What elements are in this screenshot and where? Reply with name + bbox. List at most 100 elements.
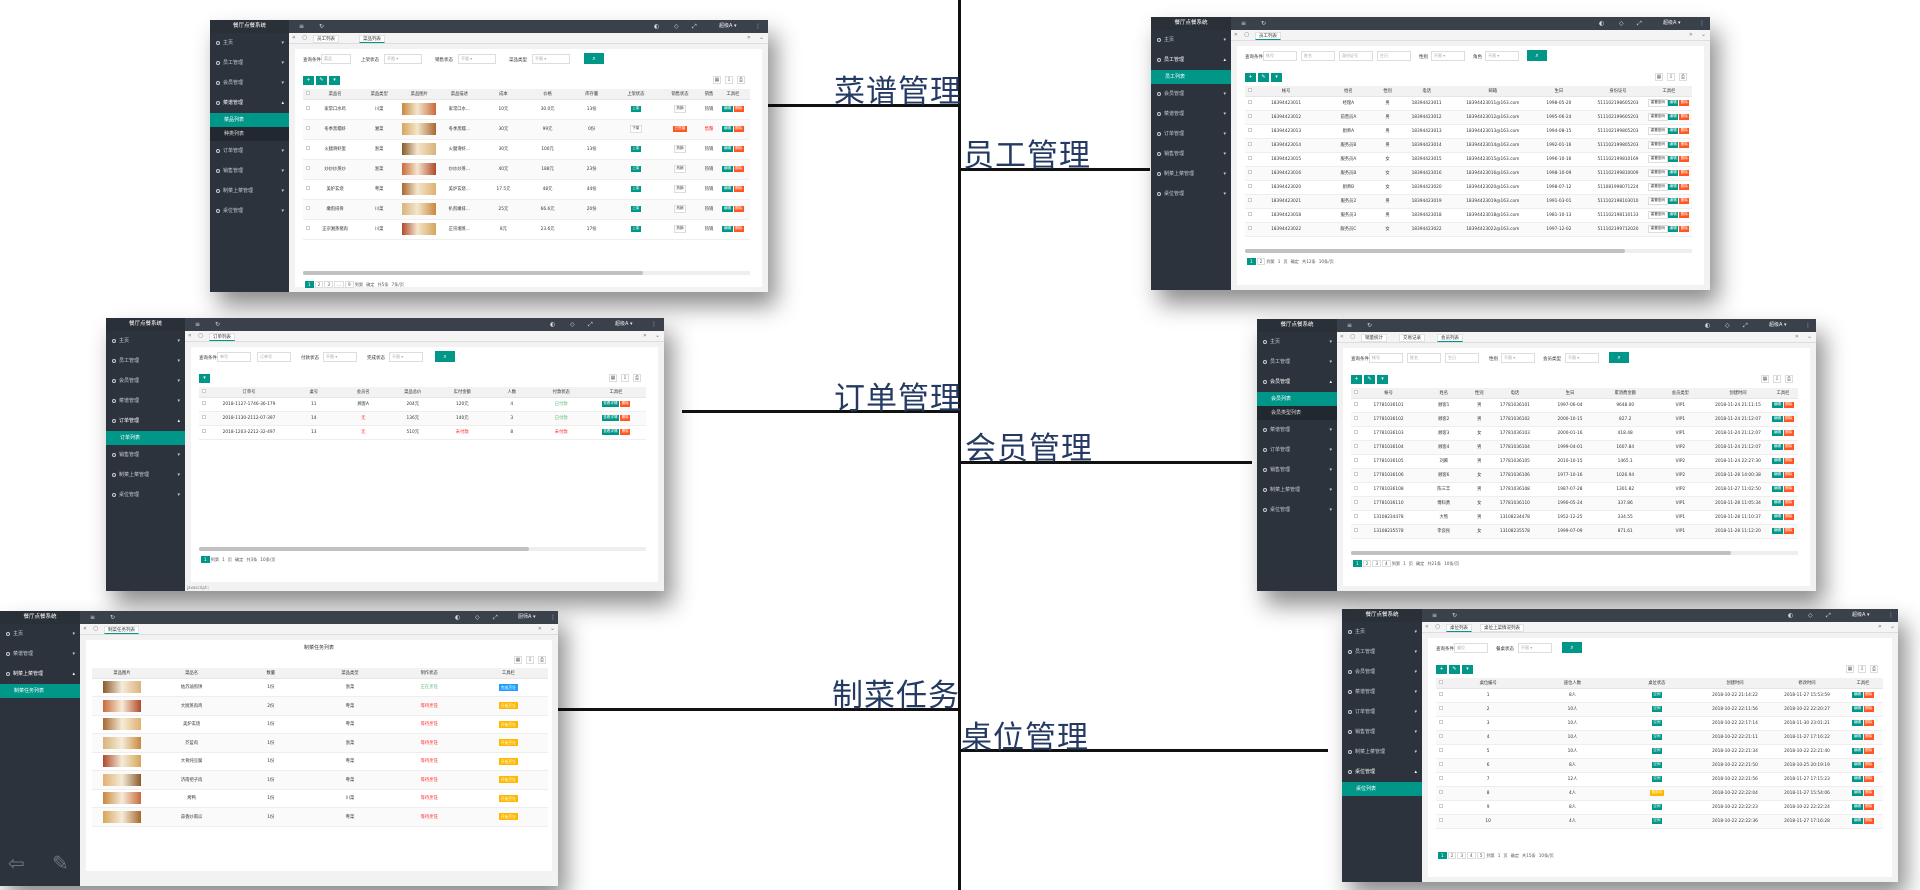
edit-row-button[interactable]: 编辑	[1772, 514, 1783, 520]
sidebar-sub-cook-list[interactable]: 制菜任务列表	[0, 684, 80, 698]
sidebar-item-order[interactable]: 订单管理▾	[1257, 440, 1337, 460]
select-all-checkbox[interactable]	[1439, 679, 1443, 684]
sidebar-item-member[interactable]: 会员管理▾	[106, 371, 185, 391]
row-checkbox[interactable]	[1439, 804, 1443, 808]
refresh-icon[interactable]: ↻	[215, 321, 221, 328]
hamburger-icon[interactable]: ≡	[299, 23, 305, 30]
view-detail-button[interactable]: 查看详情	[601, 401, 620, 407]
sidebar-item-table[interactable]: 桌位管理▾	[1257, 500, 1337, 520]
sidebar-sub-dish-type[interactable]: 种类列表	[210, 127, 289, 141]
page-link[interactable]: 2	[1447, 852, 1457, 859]
sales-status-button[interactable]: 热销	[673, 185, 687, 193]
row-checkbox[interactable]	[1248, 114, 1252, 118]
row-checkbox[interactable]	[1439, 818, 1443, 822]
user-menu[interactable]: 超级A ▾	[615, 321, 633, 327]
row-checkbox[interactable]	[1354, 458, 1358, 462]
export-icon[interactable]: ⇩	[621, 374, 629, 382]
delete-row-button[interactable]: 删除	[1863, 776, 1874, 782]
sidebar-item-member[interactable]: 会员管理▾	[210, 73, 289, 93]
print-icon[interactable]: ⎙	[633, 374, 641, 382]
edit-row-button[interactable]: 编辑	[1772, 458, 1783, 464]
sidebar-item-order[interactable]: 订单管理▾	[1342, 702, 1422, 722]
start-cooking-button[interactable]: 开始烹饪	[498, 739, 518, 747]
edit-row-button[interactable]: 编辑	[1772, 416, 1783, 422]
more-icon[interactable]: ⋮	[1805, 322, 1811, 329]
birthday-input[interactable]: 生日	[1377, 51, 1411, 61]
edit-row-button[interactable]: 编辑	[722, 166, 733, 172]
sidebar-item-home[interactable]: 主页▾	[1257, 332, 1337, 352]
sidebar-item-sales[interactable]: 销售管理▾	[1151, 144, 1231, 164]
tab-table-serving[interactable]: 桌位上菜情况列表	[1480, 624, 1524, 632]
sidebar-item-employee[interactable]: 员工管理▾	[106, 351, 185, 371]
search-button[interactable]: ⌕	[435, 351, 455, 362]
sidebar-item-order[interactable]: 订单管理▾	[1151, 124, 1231, 144]
col-header[interactable]: 累消费金额	[1597, 388, 1653, 399]
gender-select[interactable]: 不限 ▾	[1431, 51, 1465, 61]
delete-row-button[interactable]: 删除	[1679, 156, 1690, 162]
lock-icon[interactable]: ◐	[1705, 322, 1711, 329]
lock-icon[interactable]: ◐	[1599, 20, 1605, 27]
refresh-icon[interactable]: ↻	[110, 614, 116, 621]
role-select[interactable]: 不限 ▾	[1485, 51, 1519, 61]
print-icon[interactable]: ⎙	[538, 656, 546, 664]
page-link[interactable]: 1	[1438, 852, 1447, 859]
sales-status-button[interactable]: 热销	[673, 205, 687, 213]
type-select[interactable]: 不限 ▾	[532, 54, 570, 64]
edit-row-button[interactable]: 编辑	[1668, 170, 1679, 176]
edit-row-button[interactable]: 编辑	[722, 146, 733, 152]
delete-row-button[interactable]: 删除	[1783, 500, 1794, 506]
row-checkbox[interactable]	[1439, 720, 1443, 724]
row-checkbox[interactable]	[202, 415, 206, 419]
edit-row-button[interactable]: 编辑	[722, 126, 733, 132]
refresh-icon[interactable]: ↻	[1261, 20, 1267, 27]
hamburger-icon[interactable]: ≡	[90, 614, 96, 621]
edit-row-button[interactable]: 编辑	[1668, 198, 1679, 204]
row-checkbox[interactable]	[1354, 514, 1358, 518]
edit-row-button[interactable]: 编辑	[1668, 184, 1679, 190]
delete-button[interactable]: ▾	[199, 374, 210, 383]
horizontal-scrollbar[interactable]	[1351, 551, 1798, 555]
user-menu[interactable]: 超级A ▾	[1852, 612, 1870, 618]
reset-password-button[interactable]: 重置密码	[1648, 99, 1668, 107]
row-checkbox[interactable]	[202, 429, 206, 433]
select-all-checkbox[interactable]	[1354, 389, 1358, 394]
delete-row-button[interactable]: 删除	[733, 106, 744, 112]
sidebar-item-dish[interactable]: 菜谱管理▾	[1342, 682, 1422, 702]
page-link[interactable]: 4	[1382, 560, 1391, 567]
row-checkbox[interactable]	[1354, 416, 1358, 420]
edit-button[interactable]: ✎	[1364, 375, 1375, 384]
edit-row-button[interactable]: 编辑	[1668, 142, 1679, 148]
col-header[interactable]: 会员类型	[1652, 388, 1708, 399]
horizontal-scrollbar[interactable]	[199, 547, 646, 551]
theme-icon[interactable]: ◇	[570, 321, 575, 328]
chevron-down-icon[interactable]: ⌄	[759, 34, 765, 41]
export-icon[interactable]: ⇩	[1667, 73, 1675, 81]
delete-row-button[interactable]: 删除	[1783, 514, 1794, 520]
view-detail-button[interactable]: 查看详情	[601, 429, 620, 435]
delete-row-button[interactable]: 删除	[1679, 128, 1690, 134]
edit-row-button[interactable]: 编辑	[1852, 692, 1863, 698]
sidebar-item-member[interactable]: 会员管理▾	[1342, 662, 1422, 682]
tab-transactions[interactable]: 交易记录	[1399, 334, 1425, 342]
idcard-input[interactable]: 身份证号	[1339, 51, 1373, 61]
lock-icon[interactable]: ◐	[550, 321, 556, 328]
search-button[interactable]: ⌕	[1609, 352, 1629, 363]
finish-cooking-button[interactable]: 完成烹饪	[498, 683, 518, 691]
delete-row-button[interactable]: 删除	[1863, 734, 1874, 740]
col-header[interactable]: 身份证号	[1590, 86, 1646, 97]
col-header[interactable]: 付款状态	[536, 387, 586, 398]
col-header[interactable]: 生日	[1527, 86, 1590, 97]
edit-row-button[interactable]: 编辑	[1772, 472, 1783, 478]
delete-row-button[interactable]: 删除	[1863, 790, 1874, 796]
chevron-down-icon[interactable]: ⌄	[655, 332, 661, 339]
page-link[interactable]: 3	[1457, 852, 1467, 859]
sidebar-item-cooking[interactable]: 制菜上菜管理▾	[106, 465, 185, 485]
delete-row-button[interactable]: 删除	[1863, 804, 1874, 810]
select-all-checkbox[interactable]	[1248, 87, 1252, 92]
delete-row-button[interactable]: 删除	[1783, 528, 1794, 534]
edit-row-button[interactable]: 编辑	[1852, 804, 1863, 810]
reset-password-button[interactable]: 重置密码	[1648, 113, 1668, 121]
row-checkbox[interactable]	[1248, 170, 1252, 174]
start-cooking-button[interactable]: 开始烹饪	[498, 813, 518, 821]
lock-icon[interactable]: ◐	[455, 614, 461, 621]
